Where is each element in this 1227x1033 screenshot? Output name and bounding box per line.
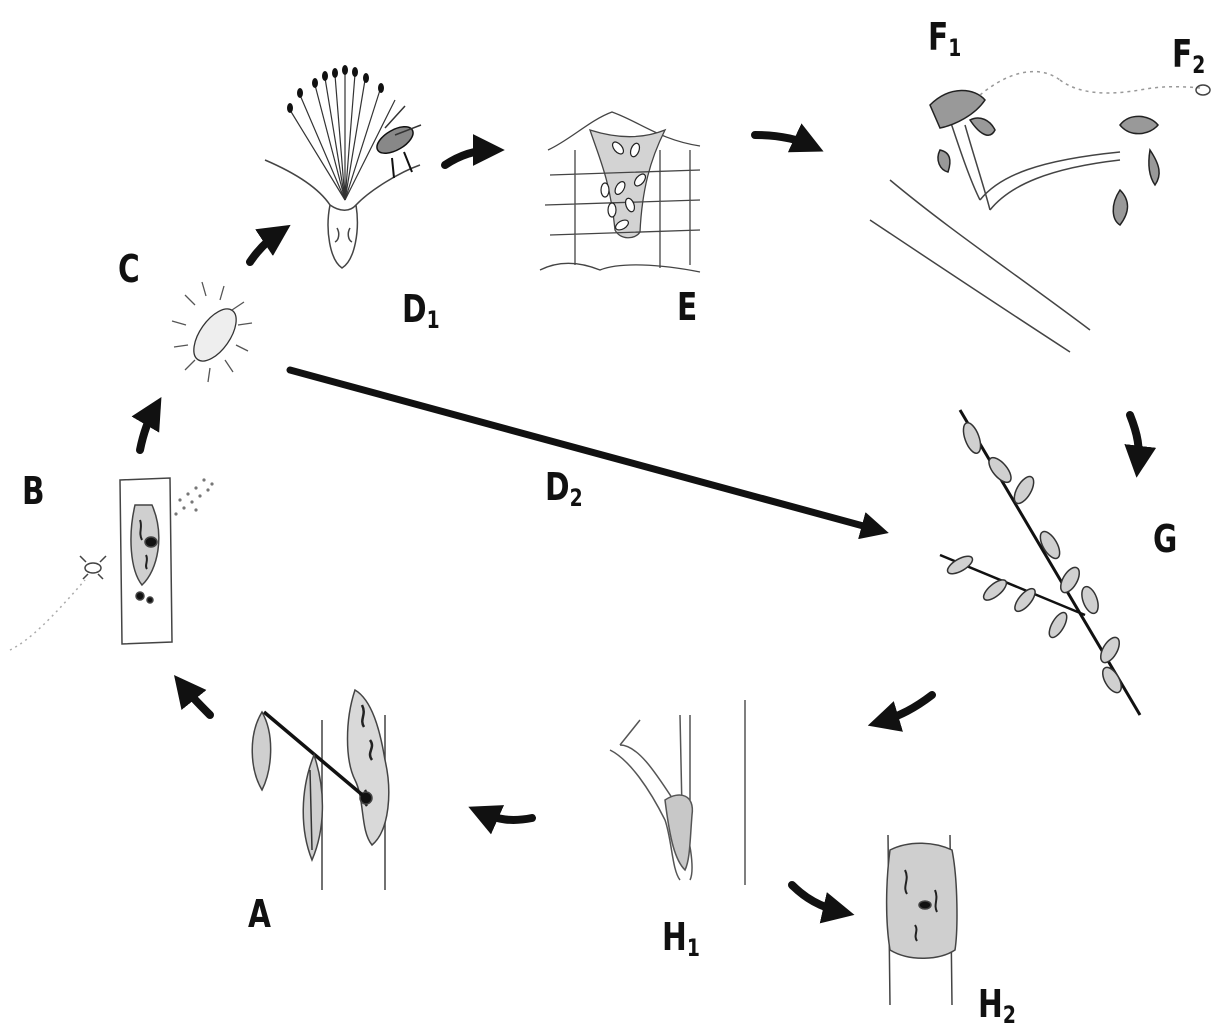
stage-d1-flower-infection-illustration <box>265 65 421 268</box>
arrow-c-to-g-direct <box>290 370 878 530</box>
arrow-f-to-g <box>1130 415 1139 465</box>
stage-h1-branch-canker-illustration <box>610 700 745 885</box>
stage-h2-trunk-canker-illustration <box>887 835 957 1005</box>
arrow-b-to-c <box>140 408 155 450</box>
arrow-e-to-f <box>755 135 812 146</box>
label-d1: D1 <box>402 290 440 332</box>
label-d2: D2 <box>545 468 583 510</box>
stage-e-tissue-section-illustration <box>540 112 700 272</box>
arrow-a-to-b <box>182 685 210 715</box>
stage-c-germinating-spore-illustration <box>172 282 252 382</box>
arrow-h1-to-a <box>480 812 532 820</box>
label-f2: F2 <box>1172 35 1205 77</box>
label-h2: H2 <box>978 985 1016 1027</box>
stage-f-blossom-blight-illustration <box>870 72 1210 352</box>
stage-a-canker-illustration <box>252 690 389 890</box>
label-g: G <box>1153 520 1177 562</box>
stage-g-shoot-blight-illustration <box>940 410 1140 715</box>
arrow-h1-to-h2 <box>792 885 842 912</box>
label-e: E <box>677 288 697 330</box>
label-f1: F1 <box>928 18 961 60</box>
cycle-arrows <box>140 135 1139 912</box>
arrow-c-to-d1 <box>250 232 280 262</box>
label-b: B <box>22 472 45 514</box>
label-a: A <box>248 895 271 937</box>
arrow-g-to-h <box>880 695 932 722</box>
label-c: C <box>118 250 140 292</box>
label-h1: H1 <box>662 918 700 960</box>
arrow-d1-to-e <box>445 150 492 165</box>
